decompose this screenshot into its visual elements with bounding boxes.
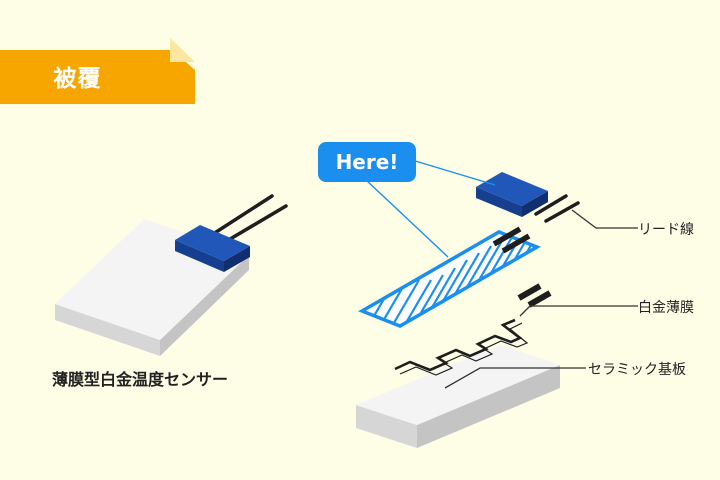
here-bubble — [318, 142, 496, 258]
sensor-caption: 薄膜型白金温度センサー — [52, 370, 229, 389]
callout-ceramic-substrate: セラミック基板 — [588, 362, 686, 378]
callout-leaders — [444, 209, 638, 389]
here-bubble-label: Here! — [335, 150, 399, 174]
callout-platinum-film: 白金薄膜 — [638, 300, 694, 316]
platinum-film-trace — [394, 283, 552, 376]
header-tag — [0, 38, 195, 104]
ceramic-substrate — [356, 345, 560, 448]
section-tag: 被覆 — [53, 66, 102, 92]
assembled-sensor — [55, 194, 288, 356]
lead-wire-cap — [476, 172, 580, 223]
callout-lead-wire: リード線 — [638, 222, 694, 238]
coating-film-layer — [357, 226, 542, 328]
